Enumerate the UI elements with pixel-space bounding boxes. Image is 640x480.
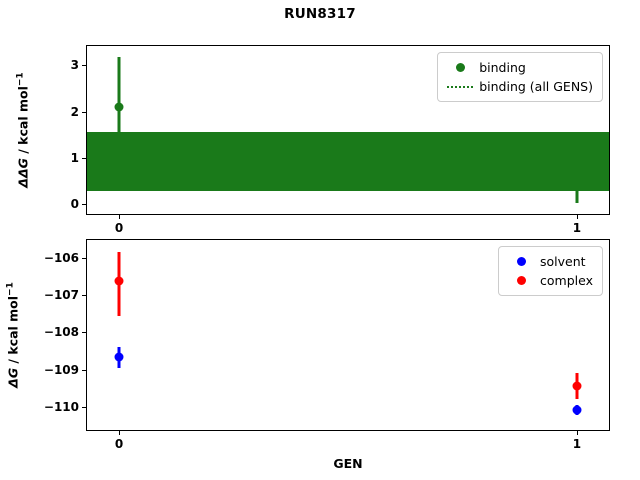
- y-tick-label: 3: [70, 58, 79, 73]
- y-tick-label: 1: [70, 150, 79, 165]
- x-tick-label: 0: [114, 221, 124, 235]
- y-tick: [82, 369, 87, 371]
- legend-bottom[interactable]: solvent complex: [498, 246, 603, 296]
- legend-key-dot: [506, 276, 536, 285]
- legend-top[interactable]: binding binding (all GENS): [437, 52, 603, 102]
- legend-label: complex: [540, 273, 593, 288]
- legend-label: solvent: [540, 254, 586, 269]
- legend-marker-dot-icon: [516, 276, 526, 285]
- legend-item[interactable]: binding: [445, 58, 593, 77]
- legend-key-dotted-line: [445, 85, 475, 88]
- plot-area-bottom: [87, 240, 609, 430]
- legend-key-dot: [445, 63, 475, 72]
- x-tick-label: 1: [572, 437, 582, 451]
- x-tick-label: 0: [114, 437, 124, 451]
- data-point-marker[interactable]: [114, 276, 124, 286]
- x-tick: [119, 430, 121, 435]
- y-tick: [82, 157, 87, 159]
- legend-item[interactable]: solvent: [506, 252, 593, 271]
- data-point-marker[interactable]: [114, 352, 124, 362]
- plot-area-top: [87, 46, 609, 214]
- legend-marker-dot-icon: [455, 63, 465, 72]
- legend-label: binding: [479, 60, 526, 75]
- legend-item[interactable]: complex: [506, 271, 593, 290]
- y-tick-label: −109: [43, 362, 79, 377]
- x-tick: [119, 214, 121, 219]
- data-point-marker[interactable]: [114, 102, 124, 112]
- y-tick: [82, 406, 87, 408]
- y-tick: [82, 332, 87, 334]
- data-point-marker[interactable]: [572, 381, 582, 391]
- legend-marker-dot-icon: [516, 257, 526, 266]
- series-all-gens-dotted-band: [87, 131, 609, 191]
- y-tick-label: −110: [43, 399, 79, 414]
- y-tick-label: −108: [43, 325, 79, 340]
- legend-dotted-line-icon: [447, 85, 474, 88]
- y-tick-label: 0: [70, 196, 79, 211]
- axes-top-binding: ΔΔG / kcal mol−1 0 1 2 3 0 1 binding binding …: [15, 45, 610, 235]
- y-tick-label: −107: [43, 288, 79, 303]
- legend-label: binding (all GENS): [479, 79, 593, 94]
- x-tick-label: 1: [572, 221, 582, 235]
- y-tick: [82, 295, 87, 297]
- y-axis-label-top: ΔΔG / kcal mol−1: [15, 72, 31, 188]
- y-tick-label: 2: [70, 104, 79, 119]
- x-tick: [576, 214, 578, 219]
- x-axis-label: GEN: [333, 456, 363, 471]
- y-axis-label-bottom: ΔG / kcal mol−1: [5, 282, 21, 388]
- y-tick-label: −106: [43, 250, 79, 265]
- figure-title: RUN8317: [284, 6, 356, 22]
- legend-item[interactable]: binding (all GENS): [445, 77, 593, 96]
- y-tick: [82, 111, 87, 113]
- legend-key-dot: [506, 257, 536, 266]
- y-tick: [82, 203, 87, 205]
- y-tick: [82, 65, 87, 67]
- data-point-marker[interactable]: [572, 405, 582, 414]
- x-tick: [576, 430, 578, 435]
- y-tick: [82, 257, 87, 259]
